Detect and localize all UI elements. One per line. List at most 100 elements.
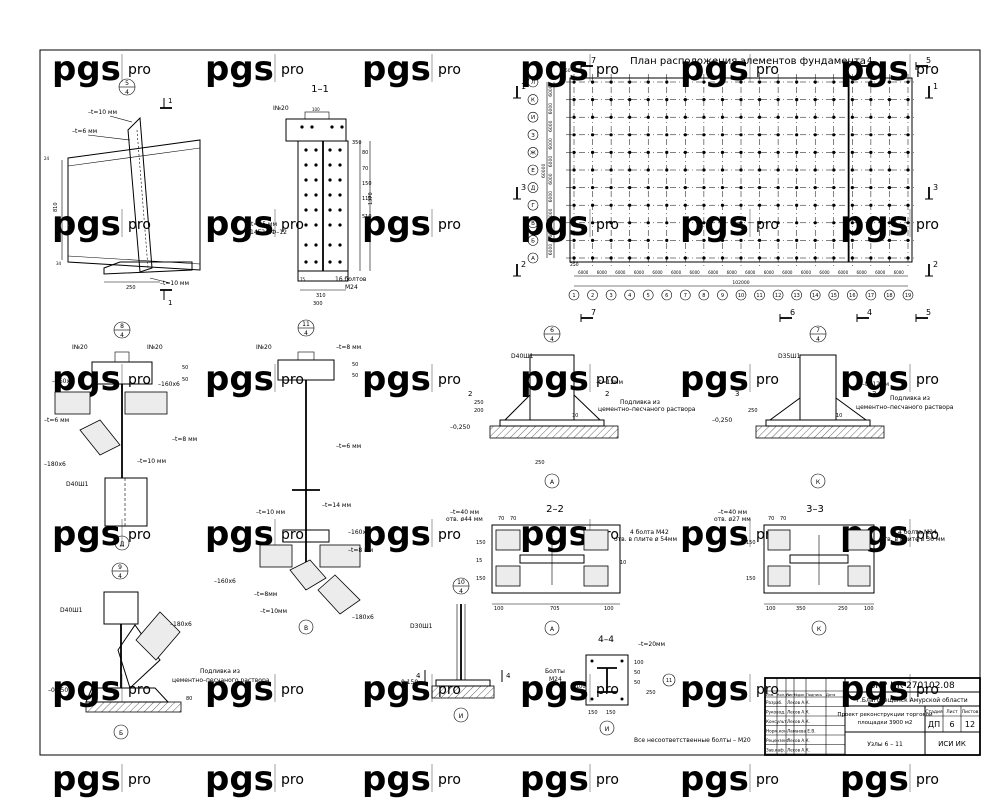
svg-text:pgs: pgs <box>840 759 909 799</box>
plan-col-dim: 6000 <box>764 270 775 275</box>
plan-footing <box>646 80 650 84</box>
bolt <box>330 125 334 129</box>
bolt <box>304 243 308 247</box>
plan-footing <box>869 256 873 260</box>
plan-footing <box>776 256 780 260</box>
plan-footing <box>720 238 725 242</box>
node-9-dim: 80 <box>186 696 192 702</box>
plan-footing <box>683 221 687 225</box>
plan-footing <box>757 203 762 207</box>
bolt <box>304 193 308 197</box>
section-1-1-title: 1–1 <box>311 84 329 95</box>
plan-footing <box>720 150 725 154</box>
plan-footing <box>869 238 873 242</box>
bolt <box>338 178 342 182</box>
plan-footing <box>646 98 650 102</box>
plan-col-marker <box>847 289 858 301</box>
plan-footing <box>869 133 873 137</box>
node-7-axis: К <box>816 479 821 486</box>
svg-text:pro: pro <box>756 682 779 698</box>
title-block-header: Дата <box>826 693 835 697</box>
plan-footing <box>739 133 743 137</box>
plan-footing <box>776 221 780 225</box>
node-8-label-t4: –180х6 <box>44 461 66 468</box>
bolt <box>304 148 308 152</box>
node-6-dim-c: 250 <box>474 400 484 406</box>
plan-col-dim: 6000 <box>652 270 663 275</box>
node-9-axis: Б <box>119 730 123 737</box>
node-11-label-t10: –180х6 <box>352 614 374 621</box>
node-11-ibeam: I№20 <box>256 344 272 351</box>
node-11-label-t8: –t=8мм <box>254 591 277 598</box>
plan-footing <box>609 80 613 84</box>
plan-col-label: 14 <box>812 293 818 299</box>
plan-row-marker <box>527 164 539 176</box>
plan-footing <box>869 203 873 207</box>
node-8-axis: Д <box>120 541 125 548</box>
plan-footing <box>850 98 854 102</box>
node-10-sec-left: 4 <box>416 672 421 680</box>
svg-text:pgs: pgs <box>520 514 589 554</box>
plan-footing <box>739 256 743 260</box>
node-6-dim-d: 10 <box>572 413 578 419</box>
section-4-4-dim-4: 50 <box>634 670 640 676</box>
bolt <box>304 223 308 227</box>
plan-footing <box>887 133 892 137</box>
node-8-label-t1: –160х6 <box>52 378 74 385</box>
plan-footing <box>665 150 669 154</box>
svg-text:pgs: pgs <box>52 514 121 554</box>
node-6-grout1: Подливка из <box>620 399 660 406</box>
bolt <box>314 208 318 212</box>
plan-col-marker <box>791 289 802 301</box>
plan-footing <box>609 256 613 260</box>
svg-text:pro: pro <box>596 372 619 388</box>
node-5-sheet: 4 <box>125 89 129 96</box>
plan-row-marker <box>527 199 539 211</box>
bolt <box>338 223 342 227</box>
plan-section-cut: 1 <box>513 82 526 99</box>
section-2-2-dim-6: 15 <box>476 558 482 564</box>
plan-footing <box>887 80 892 84</box>
plan-footing <box>720 221 725 225</box>
plan-footing <box>906 238 910 242</box>
plan-row-dim: 6000 <box>548 191 554 203</box>
svg-text:pro: pro <box>916 372 939 388</box>
plan-row-dim: 6000 <box>548 120 554 132</box>
svg-text:pro: pro <box>281 62 304 78</box>
plan-col-marker <box>717 289 728 301</box>
title-block-header: Подпись <box>806 693 822 697</box>
svg-text:pro: pro <box>756 372 779 388</box>
plan-footing <box>665 80 669 84</box>
plan-row-marker <box>527 147 539 158</box>
plan-footing <box>832 168 836 172</box>
plan-col-marker <box>735 289 747 301</box>
plan-footing <box>628 115 632 119</box>
svg-text:pgs: pgs <box>362 669 431 709</box>
svg-text:pgs: pgs <box>205 359 274 399</box>
plan-footing <box>813 256 817 260</box>
plan-footing <box>906 256 910 260</box>
plan-col-dim: 6000 <box>727 270 738 275</box>
plan-footing <box>906 203 910 207</box>
plan-footing <box>683 256 687 260</box>
node-8-label-t2: –t=6 мм <box>44 417 69 424</box>
svg-text:pro: pro <box>916 217 939 233</box>
plan-footing <box>720 80 725 84</box>
foundation-plan: План расположения элементов фундамента Л… <box>513 56 938 322</box>
plan-footing <box>887 238 892 242</box>
plan-footing <box>572 80 576 84</box>
section-1-1-bolts <box>300 125 344 264</box>
section-4-4-dim-5: 50 <box>634 680 640 686</box>
plan-footing <box>590 256 595 260</box>
plan-footing <box>869 186 873 190</box>
plan-col-label: 11 <box>756 293 762 299</box>
plan-section-cut: 2 <box>925 260 938 277</box>
plan-col-dim: 6000 <box>819 270 830 275</box>
svg-text:1: 1 <box>933 82 938 91</box>
plan-col-label: 3 <box>610 293 613 299</box>
svg-text:pro: pro <box>756 62 779 78</box>
